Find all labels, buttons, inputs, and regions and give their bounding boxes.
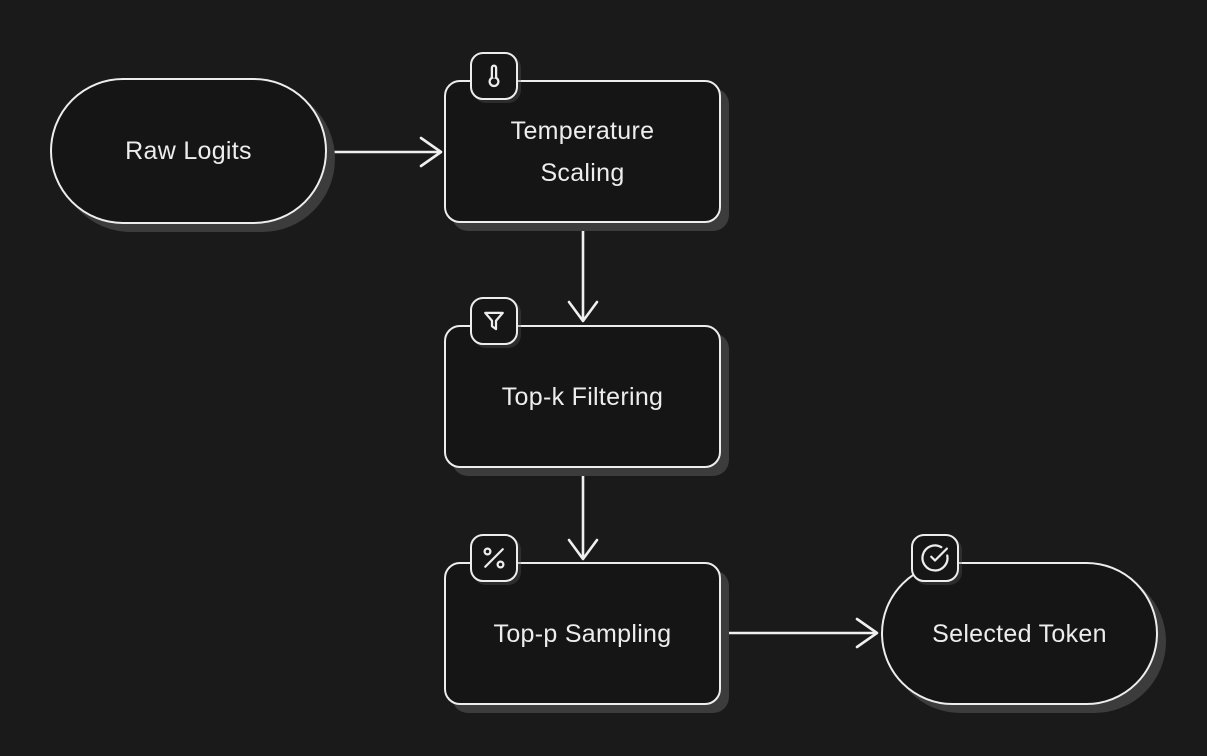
percent-icon (470, 534, 518, 582)
node-top-p-sampling: Top-p Sampling (444, 534, 721, 705)
node-raw-logits: Raw Logits (50, 78, 327, 224)
edge-top-k-filtering-to-top-p-sampling (567, 468, 599, 561)
node-label: Temperature Scaling (510, 116, 655, 187)
node-top-k-filtering: Top-k Filtering (444, 297, 721, 468)
node-temperature-scaling: Temperature Scaling (444, 52, 721, 223)
check-circle-icon (911, 534, 959, 582)
node-label: Raw Logits (125, 137, 252, 165)
thermometer-icon (470, 52, 518, 100)
node-selected-token: Selected Token (881, 534, 1158, 705)
node-label: Top-k Filtering (501, 382, 664, 411)
funnel-icon (470, 297, 518, 345)
edge-temperature-scaling-to-top-k-filtering (567, 225, 599, 323)
edge-top-p-sampling-to-selected-token (722, 617, 879, 649)
node-label: Top-p Sampling (493, 619, 672, 648)
node-label: Selected Token (932, 619, 1107, 648)
edge-raw-logits-to-temperature-scaling (328, 136, 443, 168)
